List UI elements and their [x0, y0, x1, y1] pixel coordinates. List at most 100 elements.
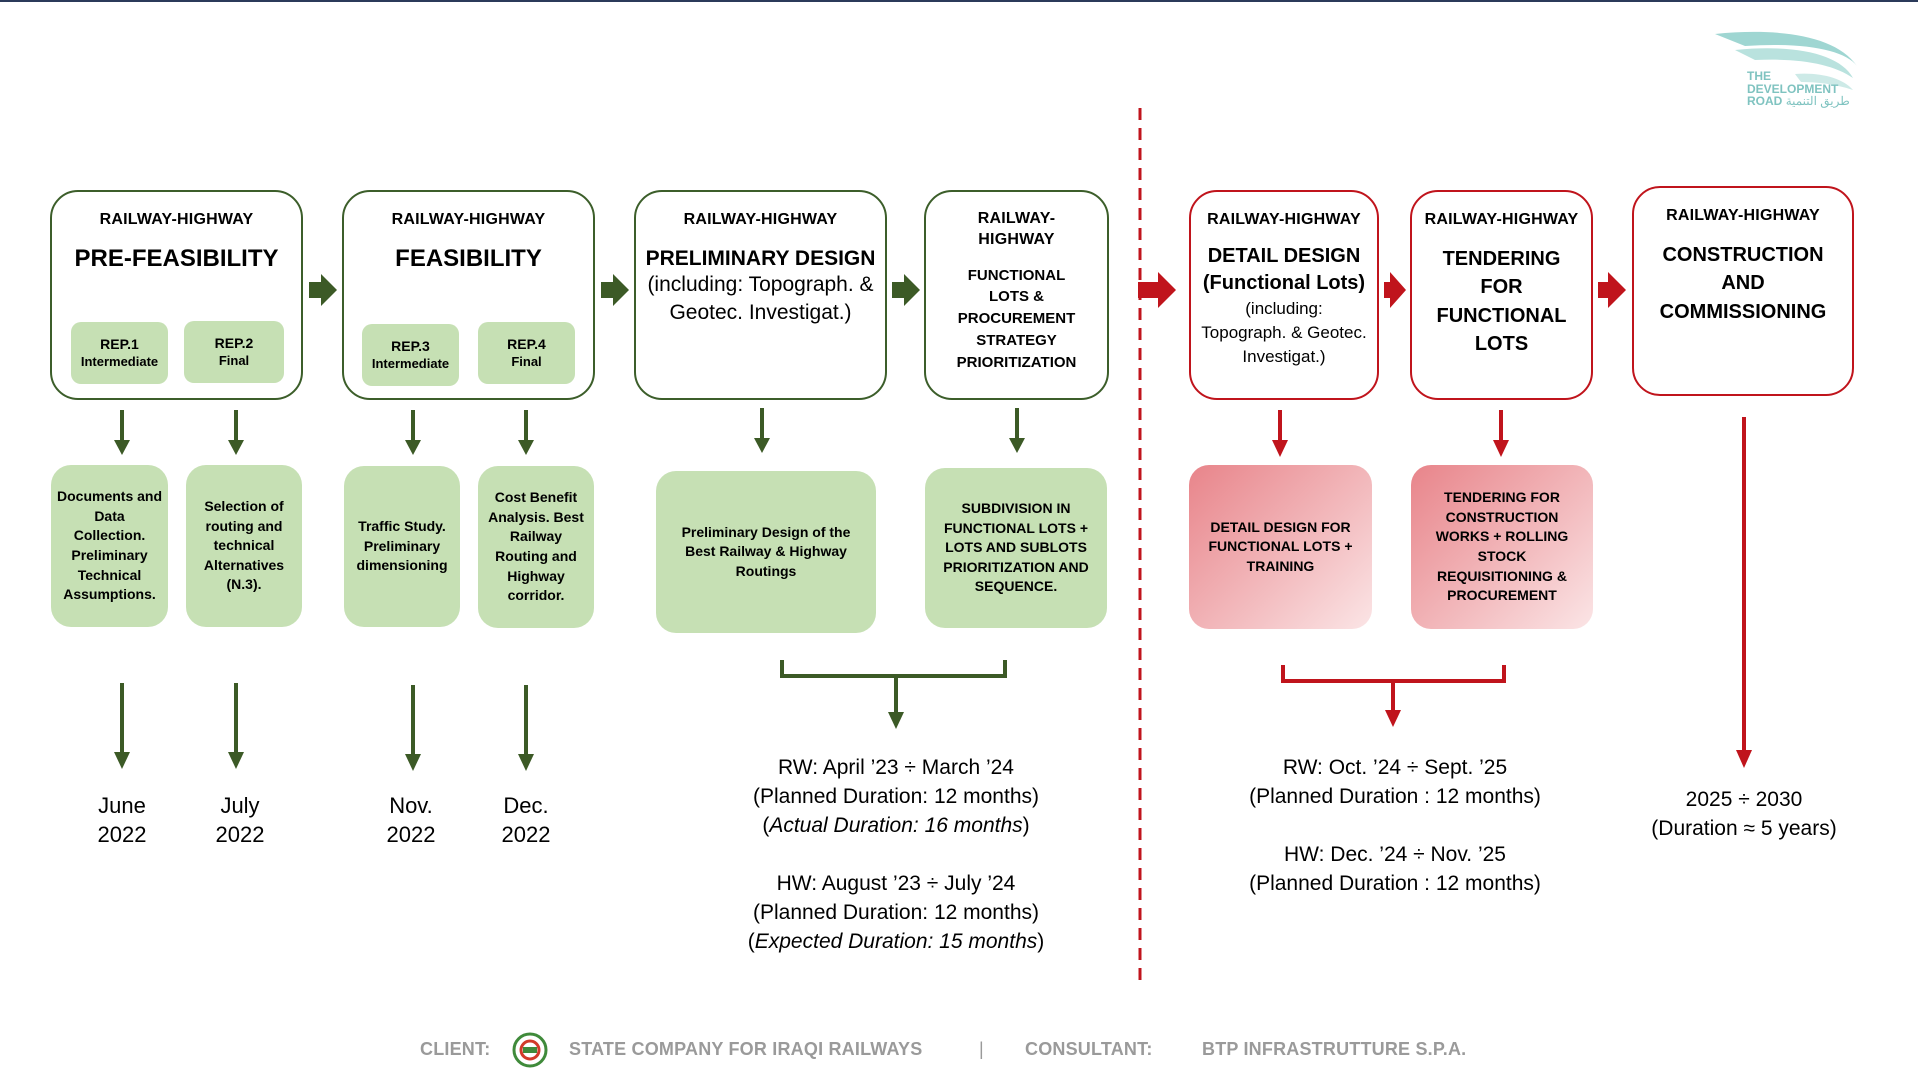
logo-line-3: ROAD	[1747, 94, 1783, 109]
desc-tendering: TENDERING FOR CONSTRUCTION WORKS + ROLLI…	[1411, 465, 1593, 629]
logo-line-1: THE	[1747, 69, 1771, 83]
date-year: 2022	[501, 821, 551, 847]
schedule-rw: RW: Oct. ’24 ÷ Sept. ’25	[1282, 756, 1508, 779]
development-road-logo: THE DEVELOPMENT ROAD طريق التنمية	[1705, 28, 1865, 108]
stage-functional-lots: RAILWAY-HIGHWAY FUNCTIONAL LOTS & PROCUR…	[924, 190, 1109, 400]
stage-title: TENDERING FOR FUNCTIONAL LOTS	[1436, 248, 1567, 356]
desc-functional-lots: SUBDIVISION IN FUNCTIONAL LOTS + LOTS AN…	[925, 468, 1107, 628]
schedule-duration: (Duration ≈ 5 years)	[1651, 816, 1837, 840]
bracket-detail-icon	[1281, 665, 1506, 712]
date-month: Nov.	[389, 793, 433, 818]
report-type: Intermediate	[371, 355, 450, 371]
desc-text: TENDERING FOR CONSTRUCTION WORKS + ROLLI…	[1435, 489, 1569, 604]
logo-text: THE DEVELOPMENT ROAD طريق التنمية	[1747, 70, 1850, 108]
stage-tendering: RAILWAY-HIGHWAY TENDERING FOR FUNCTIONAL…	[1410, 190, 1593, 400]
report-name: REP.4	[507, 336, 546, 353]
stage-kicker: RAILWAY-HIGHWAY	[977, 210, 1056, 248]
footer-consultant: BTP INFRASTRUTTURE S.P.A.	[1202, 1039, 1467, 1059]
stage-kicker: RAILWAY-HIGHWAY	[683, 211, 838, 228]
stage-pre-feasibility: RAILWAY-HIGHWAY PRE-FEASIBILITY	[50, 190, 303, 400]
date-july-2022: July 2022	[200, 792, 280, 849]
stage-title: PRE-FEASIBILITY	[74, 245, 279, 272]
schedule-rw-actual-wrap: (Actual Duration: 16 months)	[762, 813, 1030, 837]
schedule-rw-planned: (Planned Duration : 12 months)	[1249, 784, 1541, 808]
date-month: Dec.	[503, 793, 549, 818]
arrow-down-long-icon	[114, 683, 534, 771]
desc-data-collection: Documents and Data Collection. Prelimina…	[51, 465, 168, 627]
desc-text: SUBDIVISION IN FUNCTIONAL LOTS + LOTS AN…	[943, 500, 1089, 595]
report-name: REP.3	[391, 338, 430, 355]
stage-kicker: RAILWAY-HIGHWAY	[1207, 211, 1361, 228]
stage-kicker: RAILWAY-HIGHWAY	[99, 211, 254, 228]
logo-swoosh-icon	[1715, 31, 1857, 90]
stage-subtitle: (including: Topograph. & Geotec. Investi…	[647, 273, 874, 324]
arrow-down-red-icon	[1272, 410, 1509, 457]
schedule-rw-actual: Actual Duration: 16 months	[769, 813, 1023, 837]
desc-text: Selection of routing and technical Alter…	[203, 498, 285, 593]
report-type: Final	[218, 352, 250, 368]
date-year: 2022	[386, 821, 436, 847]
report-rep2: REP.2 Final	[184, 321, 284, 383]
schedule-hw: HW: Dec. ’24 ÷ Nov. ’25	[1284, 842, 1506, 866]
stage-kicker: RAILWAY-HIGHWAY	[1666, 207, 1820, 224]
stage-title: PRELIMINARY DESIGN	[645, 247, 876, 270]
desc-text: DETAIL DESIGN FOR FUNCTIONAL LOTS + TRAI…	[1208, 518, 1353, 574]
stage-kicker: RAILWAY-HIGHWAY	[391, 211, 546, 228]
report-type: Final	[511, 353, 542, 369]
desc-text: Preliminary Design of the Best Railway &…	[681, 523, 851, 579]
phase-separator-dashed-line	[1138, 108, 1142, 984]
desc-text: Documents and Data Collection. Prelimina…	[57, 488, 163, 603]
desc-text: Cost Benefit Analysis. Best Railway Rout…	[488, 489, 584, 604]
schedule-hw-planned: (Planned Duration: 12 months)	[753, 900, 1039, 924]
desc-preliminary-design: Preliminary Design of the Best Railway &…	[656, 471, 876, 633]
report-name: REP.1	[100, 336, 139, 353]
arrow-down-icon	[114, 408, 1025, 455]
date-nov-2022: Nov. 2022	[371, 792, 451, 849]
footer-separator: |	[979, 1039, 984, 1059]
stage-title: FEASIBILITY	[395, 245, 542, 272]
footer-client: STATE COMPANY FOR IRAQI RAILWAYS	[569, 1039, 923, 1059]
date-dec-2022: Dec. 2022	[486, 792, 566, 849]
date-year: 2022	[215, 821, 265, 847]
stage-title: DETAIL DESIGN (Functional Lots)	[1202, 245, 1366, 294]
schedule-hw-planned: (Planned Duration : 12 months)	[1249, 871, 1541, 895]
stage-kicker: RAILWAY-HIGHWAY	[1424, 211, 1579, 228]
bracket-preliminary-icon	[780, 660, 1007, 714]
schedule-hw-expected: Expected Duration: 15 months	[754, 929, 1038, 953]
logo-arabic: طريق التنمية	[1785, 94, 1850, 109]
report-type: Intermediate	[80, 353, 159, 369]
schedule-hw: HW: August ’23 ÷ July ’24	[776, 871, 1016, 895]
stage-subtitle: (including: Topograph. & Geotec. Investi…	[1201, 299, 1367, 366]
desc-cost-benefit: Cost Benefit Analysis. Best Railway Rout…	[478, 466, 594, 628]
desc-routing-alternatives: Selection of routing and technical Alter…	[186, 465, 302, 627]
stage-title: CONSTRUCTION AND COMMISSIONING	[1659, 244, 1827, 323]
stage-preliminary-design: RAILWAY-HIGHWAY PRELIMINARY DESIGN (incl…	[634, 190, 887, 400]
desc-text: Traffic Study. Preliminary dimensioning	[356, 518, 448, 574]
railway-logo-icon	[512, 1032, 548, 1068]
top-border-line	[0, 0, 1918, 2]
schedule-rw-planned: (Planned Duration: 12 months)	[753, 784, 1039, 808]
date-month: July	[220, 793, 260, 818]
schedule-period: 2025 ÷ 2030	[1685, 788, 1803, 811]
footer-consultant-label: CONSULTANT:	[1025, 1039, 1153, 1059]
date-year: 2022	[97, 821, 147, 847]
schedule-construction: 2025 ÷ 2030 (Duration ≈ 5 years)	[1614, 786, 1874, 844]
report-name: REP.2	[214, 335, 254, 352]
schedule-detail: RW: Oct. ’24 ÷ Sept. ’25 (Planned Durati…	[1195, 754, 1595, 899]
desc-traffic-study: Traffic Study. Preliminary dimensioning	[344, 466, 460, 627]
desc-detail-design: DETAIL DESIGN FOR FUNCTIONAL LOTS + TRAI…	[1189, 465, 1372, 629]
logo-line-2: DEVELOPMENT	[1747, 81, 1839, 96]
stage-construction: RAILWAY-HIGHWAY CONSTRUCTION AND COMMISS…	[1632, 186, 1854, 396]
footer-client-label: CLIENT:	[420, 1039, 491, 1059]
report-rep1: REP.1 Intermediate	[71, 322, 168, 384]
arrow-down-red-long-icon	[1736, 417, 1752, 768]
arrow-down-red-icon	[1385, 710, 1401, 727]
schedule-preliminary: RW: April ’23 ÷ March ’24 (Planned Durat…	[696, 754, 1096, 957]
stage-detail-design: RAILWAY-HIGHWAY DETAIL DESIGN (Functiona…	[1189, 190, 1379, 400]
stage-title: FUNCTIONAL LOTS & PROCUREMENT STRATEGY P…	[956, 266, 1077, 371]
report-rep3: REP.3 Intermediate	[362, 324, 459, 386]
report-rep4: REP.4 Final	[478, 322, 575, 384]
schedule-hw-expected-wrap: (Expected Duration: 15 months)	[747, 929, 1045, 953]
schedule-rw: RW: April ’23 ÷ March ’24	[777, 756, 1014, 779]
